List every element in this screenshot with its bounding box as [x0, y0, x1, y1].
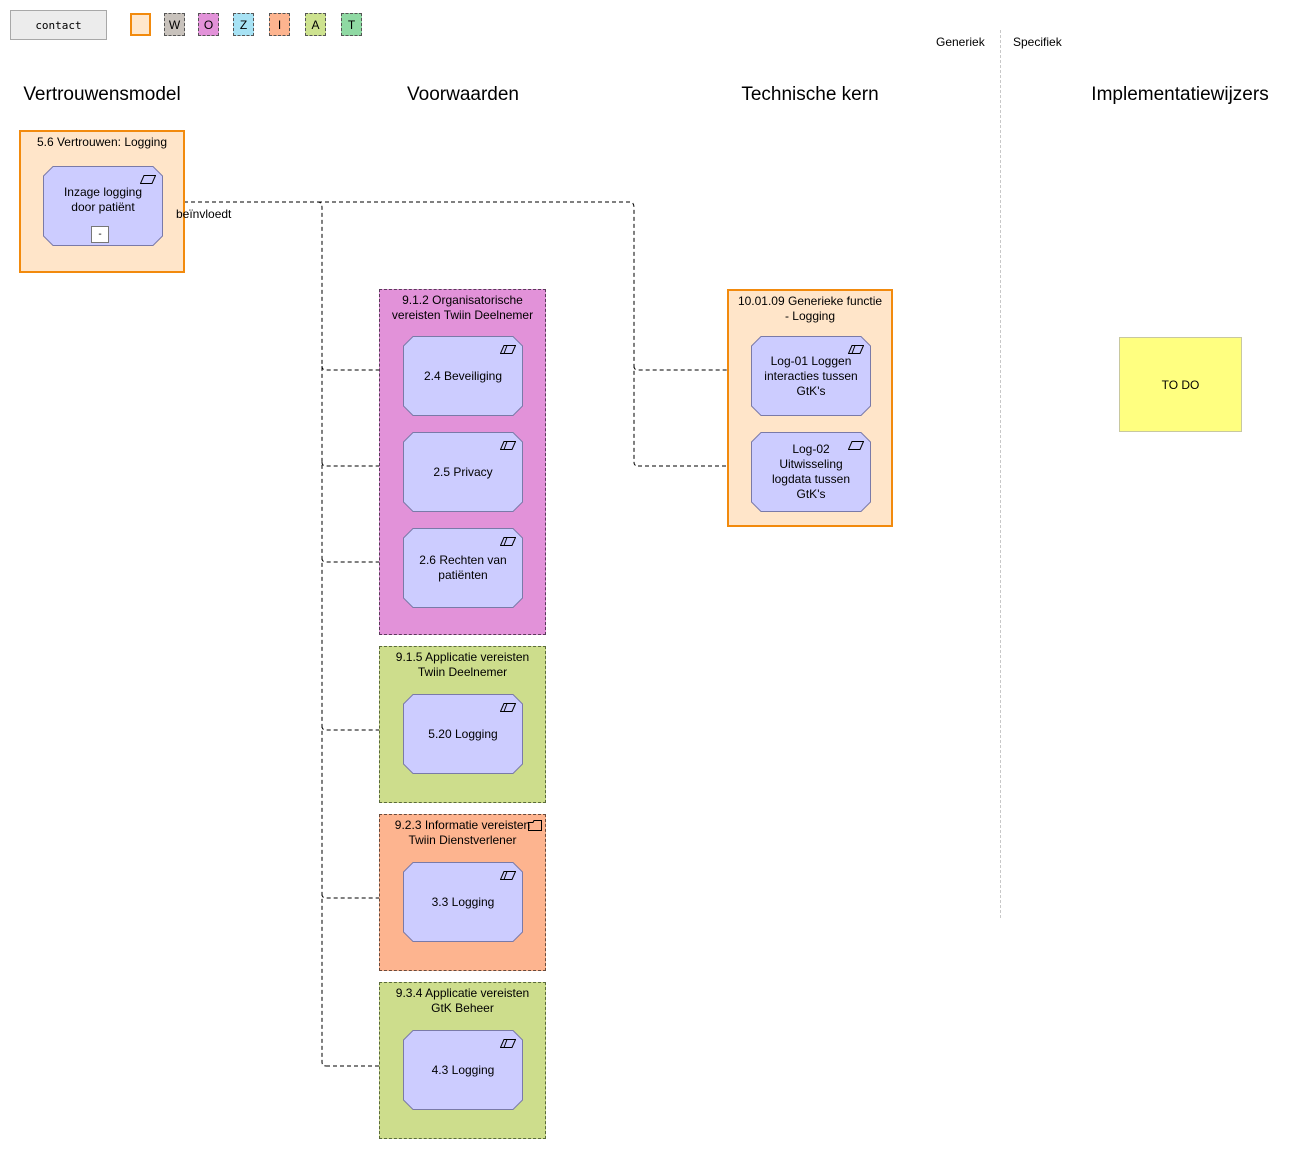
node-shape — [403, 862, 523, 942]
relation-arrow-3-3 — [321, 893, 403, 898]
column-title-implementation: Implementatiewijzers — [1091, 84, 1269, 105]
relation-label: beïnvloedt — [176, 207, 232, 221]
group-title: 10.01.09 Generieke functie - Logging — [737, 294, 883, 323]
column-title-conditions: Voorwaarden — [407, 84, 519, 105]
legend-swatch-w[interactable]: W — [164, 13, 185, 36]
node-label: 3.3 Logging — [431, 894, 495, 909]
node-inzage-logging[interactable]: Inzage logging door patiënt — [43, 166, 163, 246]
contact-button[interactable]: contact — [10, 10, 107, 40]
relation-arrow-log-01 — [633, 365, 751, 370]
relation-arrow-2-4 — [321, 365, 403, 370]
group-title: 9.1.2 Organisatorische vereisten Twiin D… — [391, 293, 534, 322]
group-title: 9.1.5 Applicatie vereisten Twiin Deelnem… — [395, 650, 530, 679]
node-shape — [403, 432, 523, 512]
node-log-02[interactable]: Log-02 Uitwisseling logdata tussen GtK's — [751, 432, 871, 512]
requirement-icon — [500, 703, 516, 712]
node-shape — [403, 528, 523, 608]
expand-toggle[interactable]: - — [91, 226, 109, 243]
group-title: 9.2.3 Informatie vereisten Twiin Dienstv… — [394, 818, 531, 847]
group-title: 9.3.4 Applicatie vereisten GtK Beheer — [395, 986, 530, 1015]
node-label: 5.20 Logging — [428, 726, 498, 741]
legend-swatch-a[interactable]: A — [305, 13, 326, 36]
column-title-technical-core: Technische kern — [741, 84, 879, 105]
scope-divider — [1000, 30, 1001, 918]
node-log-01[interactable]: Log-01 Loggen interacties tussen GtK's — [751, 336, 871, 416]
node-shape — [403, 336, 523, 416]
node-shape — [751, 336, 871, 416]
node-shape — [403, 694, 523, 774]
requirement-icon — [500, 537, 516, 546]
legend-swatch-z[interactable]: Z — [233, 13, 254, 36]
requirement-icon — [848, 345, 864, 354]
relation-arrow-5-20 — [321, 725, 403, 730]
node-label: Inzage logging door patiënt — [63, 185, 143, 214]
node-label: 4.3 Logging — [431, 1062, 495, 1077]
legend-swatch-i[interactable]: I — [269, 13, 290, 36]
requirement-icon — [848, 441, 864, 450]
todo-note[interactable]: TO DO — [1119, 337, 1242, 432]
node-2-6-patient-rights[interactable]: 2.6 Rechten van patiënten — [403, 528, 523, 608]
node-shape — [403, 1030, 523, 1110]
requirement-icon — [500, 441, 516, 450]
node-label: Log-01 Loggen interacties tussen GtK's — [764, 353, 858, 398]
node-4-3-logging[interactable]: 4.3 Logging — [403, 1030, 523, 1110]
node-3-3-logging[interactable]: 3.3 Logging — [403, 862, 523, 942]
legend-swatch-t[interactable]: T — [341, 13, 362, 36]
relation-arrow-2-6 — [321, 557, 403, 562]
column-title-trust-model: Vertrouwensmodel — [23, 84, 181, 105]
node-5-20-logging[interactable]: 5.20 Logging — [403, 694, 523, 774]
node-label: 2.6 Rechten van patiënten — [419, 553, 507, 582]
group-title: 5.6 Vertrouwen: Logging — [36, 135, 168, 149]
requirement-icon — [500, 871, 516, 880]
relation-arrow-2-5 — [321, 461, 403, 466]
node-shape — [751, 432, 871, 512]
scope-label-generic: Generiek — [936, 35, 985, 49]
node-2-4-security[interactable]: 2.4 Beveiliging — [403, 336, 523, 416]
legend-swatch-o[interactable]: O — [198, 13, 219, 36]
relation-trust-to-conditions — [163, 201, 327, 1067]
node-shape — [43, 166, 163, 246]
node-2-5-privacy[interactable]: 2.5 Privacy — [403, 432, 523, 512]
requirement-icon — [140, 175, 156, 184]
scope-label-specific: Specifiek — [1013, 35, 1062, 49]
legend-swatch-default[interactable] — [130, 13, 151, 36]
node-label: Log-02 Uitwisseling logdata tussen GtK's — [771, 442, 851, 501]
folder-icon — [528, 820, 542, 831]
node-label: 2.4 Beveiliging — [423, 368, 503, 383]
node-label: 2.5 Privacy — [433, 464, 493, 479]
requirement-icon — [500, 1039, 516, 1048]
requirement-icon — [500, 345, 516, 354]
